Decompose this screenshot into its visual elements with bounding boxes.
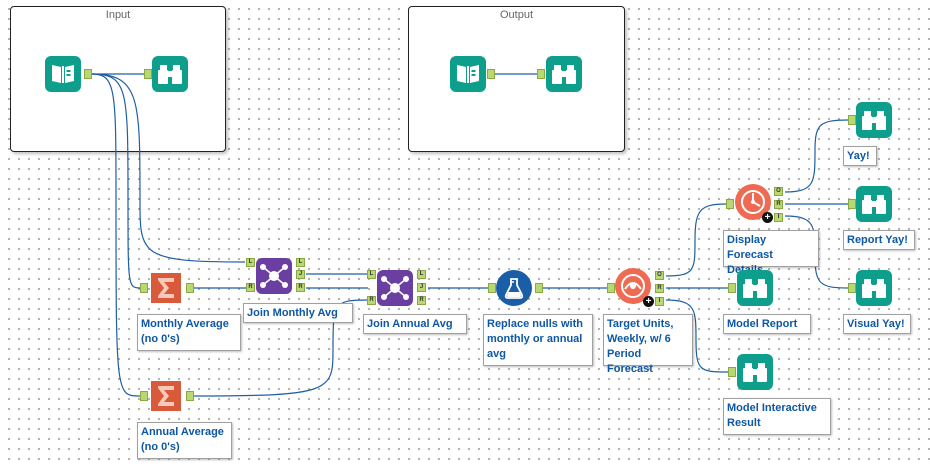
input-data-output-anchor[interactable]	[84, 69, 92, 79]
binoculars-icon	[862, 279, 886, 298]
join-annual-l-out-anchor[interactable]: L	[417, 270, 426, 279]
book-icon	[457, 65, 479, 83]
join-monthly-j-out-anchor[interactable]: J	[296, 270, 305, 279]
join-monthly-label[interactable]: Join Monthly Avg	[243, 303, 353, 323]
display-forecast-label[interactable]: Display Forecast Details	[723, 230, 819, 276]
display-forecast-plus-icon: +	[762, 212, 773, 223]
input-container-title: Input	[105, 9, 131, 21]
output-browse-input-anchor[interactable]	[537, 69, 545, 79]
report-yay-label[interactable]: Report Yay!	[843, 230, 915, 250]
binoculars-icon	[743, 363, 767, 382]
join-monthly-left-anchor[interactable]: L	[246, 258, 255, 267]
join-icon	[260, 264, 288, 288]
model-report-browse-tool[interactable]	[737, 270, 773, 306]
model-report-label[interactable]: Model Report	[723, 314, 811, 334]
forecast-icon	[621, 274, 645, 298]
binoculars-icon	[743, 279, 767, 298]
forecast-r-anchor[interactable]: R	[655, 284, 664, 293]
wire-input-to-join-monthly	[91, 73, 246, 263]
join-annual-tool[interactable]	[377, 270, 413, 306]
yay-browse-tool[interactable]	[856, 102, 892, 138]
join-annual-j-out-anchor[interactable]: J	[417, 283, 426, 292]
output-data-tool[interactable]	[450, 56, 486, 92]
monthly-average-tool[interactable]	[148, 270, 184, 306]
yay-label[interactable]: Yay!	[843, 146, 877, 166]
join-annual-left-anchor[interactable]: L	[367, 270, 376, 279]
output-container[interactable]: Output	[408, 6, 625, 152]
input-browse-tool[interactable]	[152, 56, 188, 92]
visual-yay-input-anchor[interactable]	[848, 283, 856, 293]
wire-forecast-i-to-interactive	[665, 299, 729, 373]
forecast-icon	[741, 190, 765, 214]
annual-average-label[interactable]: Annual Average (no 0's)	[137, 422, 232, 459]
join-monthly-r-out-anchor[interactable]: R	[296, 283, 305, 292]
formula-input-anchor[interactable]	[488, 283, 496, 293]
model-interactive-label[interactable]: Model Interactive Result	[723, 398, 831, 435]
model-report-input-anchor[interactable]	[728, 283, 736, 293]
output-browse-tool[interactable]	[546, 56, 582, 92]
binoculars-icon	[862, 195, 886, 214]
monthly-average-output-anchor[interactable]	[186, 283, 194, 293]
wire-input-to-monthly-avg	[91, 73, 141, 289]
output-container-title: Output	[499, 9, 534, 21]
join-annual-right-anchor[interactable]: R	[367, 296, 376, 305]
join-monthly-right-anchor[interactable]: R	[246, 283, 255, 292]
summarize-icon	[151, 273, 181, 303]
formula-icon	[504, 278, 524, 299]
target-units-label[interactable]: Target Units, Weekly, w/ 6 Period Foreca…	[603, 314, 693, 375]
report-yay-browse-tool[interactable]	[856, 186, 892, 222]
output-data-output-anchor[interactable]	[487, 69, 495, 79]
join-monthly-tool[interactable]	[256, 258, 292, 294]
join-annual-r-out-anchor[interactable]: R	[417, 296, 426, 305]
wire-forecast-o-to-display	[665, 203, 727, 277]
summarize-icon	[151, 381, 181, 411]
binoculars-icon	[158, 65, 182, 84]
join-icon	[381, 276, 409, 300]
model-interactive-browse-tool[interactable]	[737, 354, 773, 390]
monthly-average-label[interactable]: Monthly Average (no 0's)	[137, 314, 241, 351]
report-yay-input-anchor[interactable]	[848, 199, 856, 209]
join-annual-label[interactable]: Join Annual Avg	[363, 314, 467, 334]
yay-input-anchor[interactable]	[848, 115, 856, 125]
visual-yay-label[interactable]: Visual Yay!	[843, 314, 911, 334]
join-monthly-l-out-anchor[interactable]: L	[296, 258, 305, 267]
annual-average-input-anchor[interactable]	[140, 391, 148, 401]
visual-yay-browse-tool[interactable]	[856, 270, 892, 306]
binoculars-icon	[552, 65, 576, 84]
book-icon	[52, 65, 74, 83]
formula-tool[interactable]	[496, 270, 532, 306]
wire-display-o-to-yay	[784, 119, 849, 193]
wire-input-to-annual-avg	[91, 73, 141, 397]
forecast-plus-icon: +	[643, 296, 654, 307]
input-browse-input-anchor[interactable]	[144, 69, 152, 79]
forecast-input-anchor[interactable]	[607, 283, 615, 293]
display-forecast-input-anchor[interactable]	[726, 199, 734, 209]
replace-nulls-label[interactable]: Replace nulls with monthly or annual avg	[483, 314, 593, 366]
annual-average-tool[interactable]	[148, 378, 184, 414]
binoculars-icon	[862, 111, 886, 130]
model-interactive-input-anchor[interactable]	[728, 367, 736, 377]
display-forecast-o-anchor[interactable]: O	[774, 187, 783, 196]
formula-output-anchor[interactable]	[535, 283, 543, 293]
monthly-average-input-anchor[interactable]	[140, 283, 148, 293]
display-forecast-i-anchor[interactable]: I	[774, 213, 783, 222]
forecast-i-anchor[interactable]: I	[655, 297, 664, 306]
annual-average-output-anchor[interactable]	[186, 391, 194, 401]
input-data-tool[interactable]	[45, 56, 81, 92]
forecast-o-anchor[interactable]: O	[655, 271, 664, 280]
display-forecast-r-anchor[interactable]: R	[774, 200, 783, 209]
